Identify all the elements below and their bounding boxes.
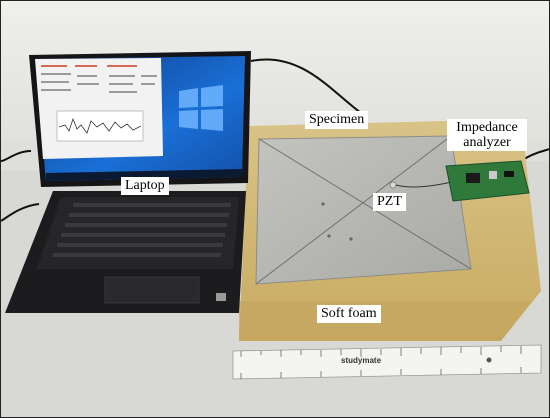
touchpad (104, 276, 200, 304)
plate-diagonal (258, 138, 472, 270)
cable (1, 150, 32, 162)
plate-diagonal (255, 135, 452, 285)
plot-area (56, 110, 144, 142)
sticker (216, 293, 226, 301)
bolt (327, 234, 331, 238)
keyboard (53, 203, 231, 257)
window-text-lines (41, 65, 137, 67)
cable (250, 58, 362, 114)
ruler-ticks (240, 346, 522, 379)
laptop-label: Laptop (121, 177, 169, 195)
soft-foam-label: Soft foam (317, 305, 381, 323)
impedance-signal (58, 117, 142, 134)
pzt-sensor (389, 181, 397, 189)
windows-logo (179, 85, 223, 131)
impedance-analyzer-label: Impedance analyzer (447, 119, 527, 151)
pzt-label: PZT (373, 193, 406, 211)
cable (1, 203, 40, 222)
specimen-label: Specimen (305, 111, 369, 129)
bolt (349, 237, 353, 241)
specimen-plate (255, 135, 472, 285)
ruler (232, 344, 542, 380)
bolt (321, 202, 325, 206)
ruler-brand-text: studymate (341, 356, 382, 365)
